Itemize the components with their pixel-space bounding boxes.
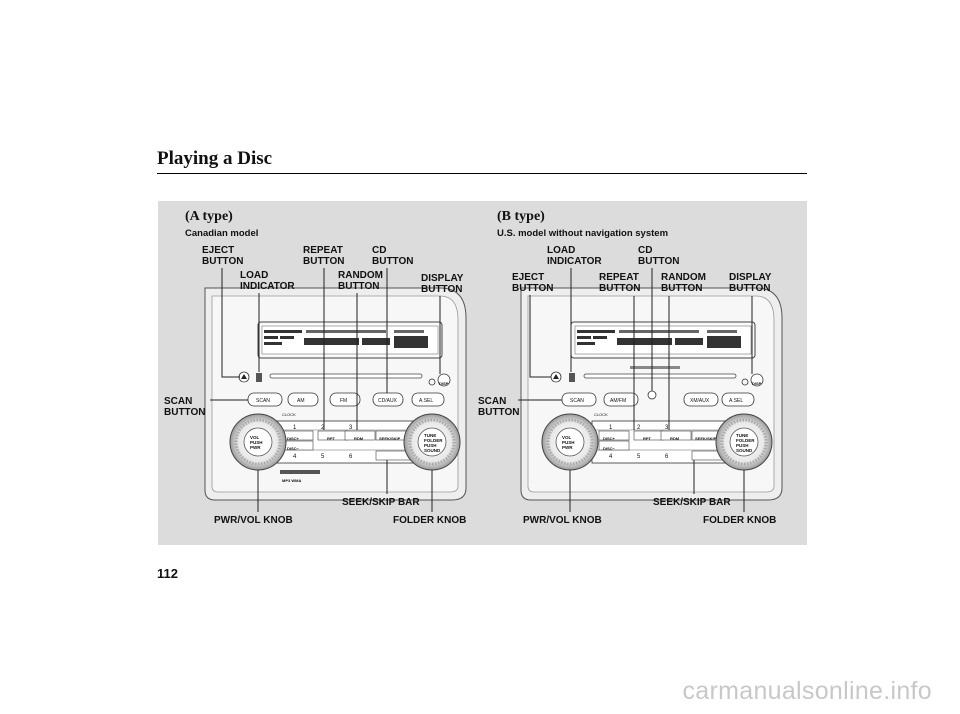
label-folder-knob-b: FOLDER KNOB — [703, 515, 777, 526]
label-eject-button-a: EJECT BUTTON — [202, 245, 244, 267]
pwr-vol-knob-b[interactable] — [555, 427, 585, 457]
unit-a-knob-right-text: TUNE FOLDER PUSH SOUND — [424, 433, 443, 453]
unit-a-asel-text: A.SEL — [419, 398, 434, 404]
page-title: Playing a Disc — [157, 148, 273, 169]
unit-a-scan-text: SCAN — [256, 398, 270, 404]
unit-a-preset-4[interactable]: 4 — [293, 454, 297, 460]
label-cd-button-b: CD BUTTON — [638, 245, 680, 267]
label-repeat-button-b: REPEAT BUTTON — [599, 272, 641, 294]
label-random-button-a: RANDOM BUTTON — [338, 270, 383, 292]
display-segments-a — [264, 330, 428, 348]
unit-b-rdm: RDM — [670, 436, 680, 441]
label-display-button-a: DISPLAY BUTTON — [421, 273, 464, 295]
unit-b-seek: SEEK/SKIP — [695, 436, 717, 441]
unit-a-rdm: RDM — [354, 436, 364, 441]
unit-a-preset-3[interactable]: 3 — [349, 425, 353, 431]
leader-lines-a — [210, 268, 441, 512]
am-fm-button-b[interactable] — [603, 392, 639, 407]
label-pwr-vol-knob-b: PWR/VOL KNOB — [523, 515, 602, 526]
title-rule — [157, 173, 807, 174]
label-folder-knob-a: FOLDER KNOB — [393, 515, 467, 526]
folder-knob-a[interactable] — [417, 427, 447, 457]
rdm-button-a[interactable] — [344, 430, 376, 441]
label-cd-button-a: CD BUTTON — [372, 245, 414, 267]
unit-b-preset-6[interactable]: 6 — [665, 454, 669, 460]
display-button-a[interactable] — [437, 373, 451, 387]
unit-a-am-text: AM — [297, 398, 305, 404]
asel-button-b[interactable] — [721, 392, 755, 407]
am-button-a[interactable] — [287, 392, 319, 407]
unit-a-seek: SEEK/SKIP — [379, 436, 401, 441]
unit-a-preset-2[interactable]: 2 — [321, 425, 325, 431]
fm-button-a[interactable] — [329, 392, 361, 407]
folder-knob-b[interactable] — [729, 427, 759, 457]
asel-button-a[interactable] — [411, 392, 445, 407]
unit-b-rpt: RPT — [643, 436, 651, 441]
unit-b-preset-1[interactable]: 1 — [609, 425, 613, 431]
unit-b-preset-5[interactable]: 5 — [637, 454, 641, 460]
unit-a-disc-up: DISC+ — [287, 436, 299, 441]
unit-b-preset-2[interactable]: 2 — [637, 425, 641, 431]
unit-a-disc-down: DISC− — [287, 446, 299, 451]
load-indicator-b — [569, 373, 575, 382]
unit-b-disp-text: DISP — [752, 381, 762, 386]
label-pwr-vol-knob-a: PWR/VOL KNOB — [214, 515, 293, 526]
label-eject-button-b: EJECT BUTTON — [512, 272, 554, 294]
watermark: carmanualsonline.info — [682, 677, 932, 705]
type-a-subheading: Canadian model — [185, 228, 259, 239]
label-load-indicator-b: LOAD INDICATOR — [547, 245, 602, 267]
cd-aux-button-a[interactable] — [372, 392, 404, 407]
label-seek-skip-bar-b: SEEK/SKIP BAR — [653, 497, 731, 508]
label-repeat-button-a: REPEAT BUTTON — [303, 245, 345, 267]
type-a-heading: (A type) — [185, 209, 233, 224]
unit-b-knob-right-text: TUNE FOLDER PUSH SOUND — [736, 433, 755, 453]
label-scan-button-a: SCAN BUTTON — [164, 396, 206, 418]
unit-a-knob-left-text: VOL PUSH PWR — [250, 435, 263, 450]
unit-b-clock-text: CLOCK — [594, 412, 608, 417]
unit-a-mp3: MP3 WMA — [282, 478, 302, 483]
unit-b-preset-3[interactable]: 3 — [665, 425, 669, 431]
unit-b-scan-text: SCAN — [570, 398, 584, 404]
rdm-button-b[interactable] — [660, 430, 692, 441]
unit-b-preset-4[interactable]: 4 — [609, 454, 613, 460]
xm-aux-button-b[interactable] — [683, 392, 719, 407]
cd-button-b[interactable] — [647, 390, 657, 400]
unit-a-preset-5[interactable]: 5 — [321, 454, 325, 460]
unit-a-fm-text: FM — [340, 398, 348, 404]
leader-lines-b — [518, 268, 753, 512]
unit-a-disp-text: DISP — [439, 381, 449, 386]
unit-a-cd-text: CD/AUX — [378, 398, 397, 404]
label-load-indicator-a: LOAD INDICATOR — [240, 270, 295, 292]
unit-b-knob-left-text: VOL PUSH PWR — [562, 435, 575, 450]
unit-b-xm-text: XM/AUX — [690, 398, 710, 404]
unit-a-preset-6[interactable]: 6 — [349, 454, 353, 460]
radio-unit-b — [520, 287, 783, 501]
display-button-b[interactable] — [750, 373, 764, 387]
unit-b-disc-up: DISC+ — [603, 436, 615, 441]
unit-a-rpt: RPT — [327, 436, 335, 441]
radio-unit-a — [204, 287, 467, 501]
unit-a-preset-1[interactable]: 1 — [293, 425, 297, 431]
label-display-button-b: DISPLAY BUTTON — [729, 272, 772, 294]
unit-b-amfm-text: AM/FM — [610, 398, 627, 404]
label-random-button-b: RANDOM BUTTON — [661, 272, 706, 294]
unit-b-disc-down: DISC− — [603, 446, 615, 451]
load-indicator-a — [256, 373, 262, 382]
type-b-heading: (B type) — [497, 209, 545, 224]
label-seek-skip-bar-a: SEEK/SKIP BAR — [342, 497, 420, 508]
page-number: 112 — [157, 566, 178, 581]
display-segments-b — [577, 330, 741, 348]
type-b-subheading: U.S. model without navigation system — [497, 228, 669, 239]
unit-a-clock-text: CLOCK — [282, 412, 296, 417]
unit-b-asel-text: A.SEL — [729, 398, 744, 404]
label-scan-button-b: SCAN BUTTON — [478, 396, 520, 418]
pwr-vol-knob-a[interactable] — [243, 427, 273, 457]
